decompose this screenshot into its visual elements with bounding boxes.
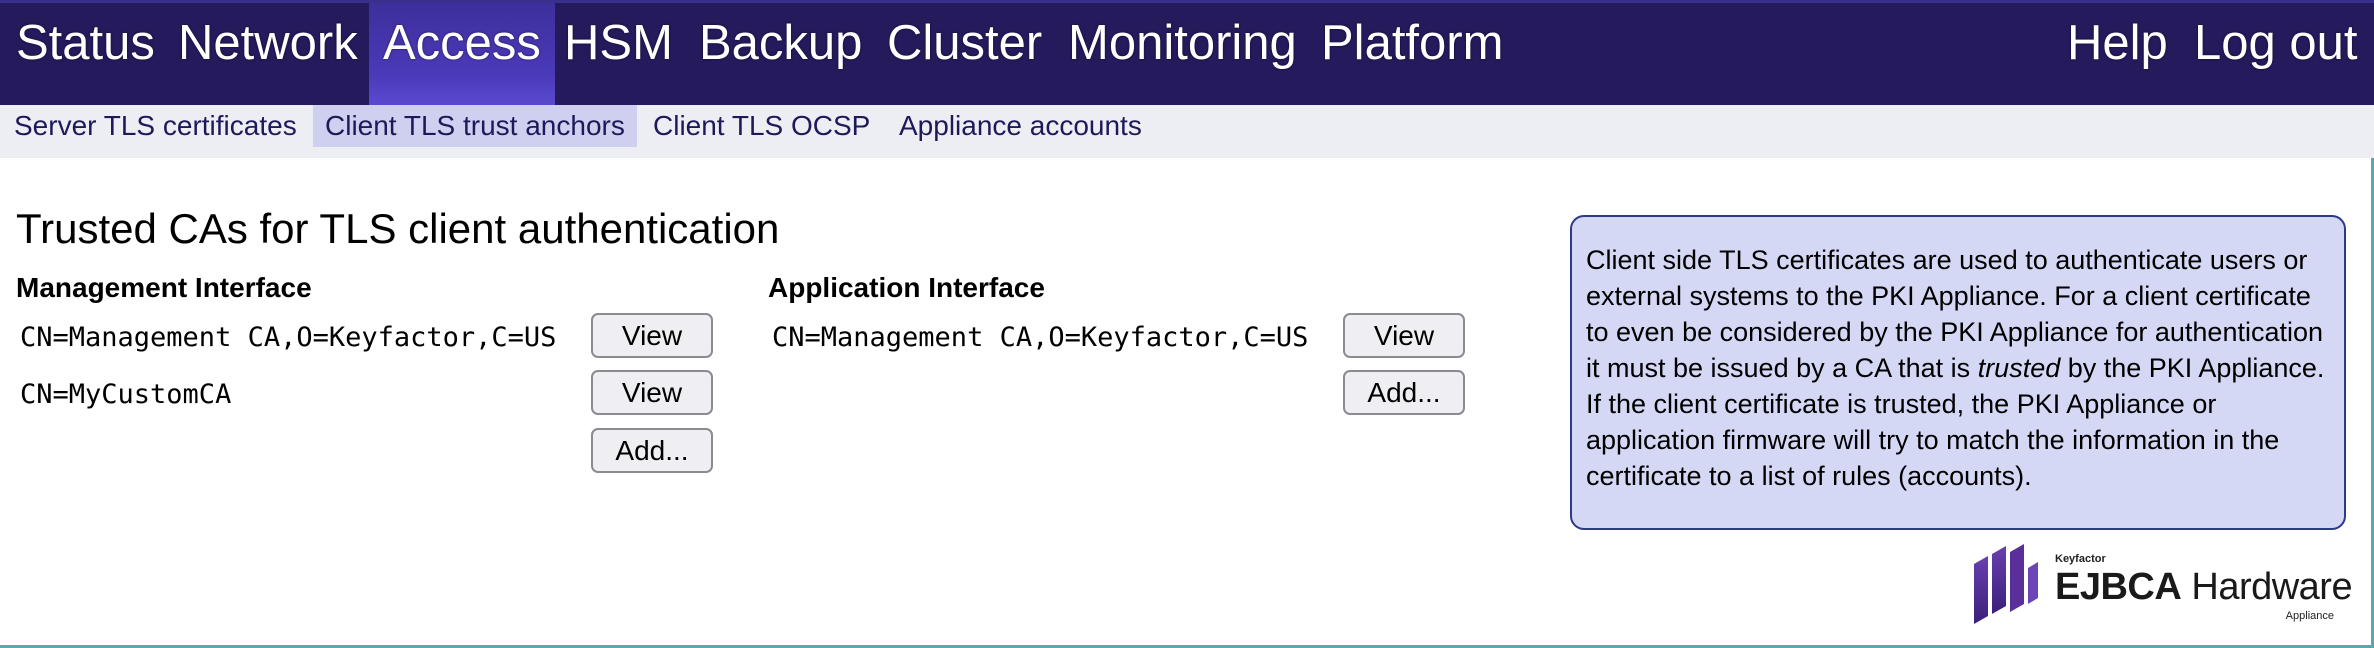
info-box: Client side TLS certificates are used to… xyxy=(1570,215,2346,530)
logo-subtitle: Appliance xyxy=(2285,610,2334,622)
application-ca-1: CN=Management CA,O=Keyfactor,C=US xyxy=(772,322,1309,353)
subnav-client-tls-ocsp[interactable]: Client TLS OCSP xyxy=(653,110,871,141)
management-ca-2-view-button[interactable]: View xyxy=(591,370,713,415)
nav-platform[interactable]: Platform xyxy=(1321,16,1504,70)
nav-logout[interactable]: Log out xyxy=(2194,16,2358,70)
management-ca-2: CN=MyCustomCA xyxy=(20,379,232,410)
management-add-button[interactable]: Add... xyxy=(591,428,713,473)
nav-hsm[interactable]: HSM xyxy=(564,16,673,70)
logo-product-bold: EJBCA xyxy=(2055,566,2182,608)
logo-product-name: EJBCA Hardware xyxy=(2055,566,2353,609)
nav-network[interactable]: Network xyxy=(178,16,358,70)
application-add-button[interactable]: Add... xyxy=(1343,370,1465,415)
logo-brand: Keyfactor xyxy=(2055,553,2106,565)
top-navigation: Status Network Access HSM Backup Cluster… xyxy=(0,0,2374,105)
page-title: Trusted CAs for TLS client authenticatio… xyxy=(16,205,780,252)
application-interface-title: Application Interface xyxy=(768,272,1045,303)
management-interface-title: Management Interface xyxy=(16,272,312,303)
subnav-server-tls-certificates[interactable]: Server TLS certificates xyxy=(14,110,297,141)
nav-access[interactable]: Access xyxy=(369,3,555,105)
nav-monitoring[interactable]: Monitoring xyxy=(1068,16,1297,70)
nav-cluster[interactable]: Cluster xyxy=(887,16,1043,70)
logo-mark-icon xyxy=(1974,544,2038,624)
info-text-emphasis: trusted xyxy=(1977,353,2061,383)
logo-product-rest: Hardware xyxy=(2181,566,2353,608)
nav-help[interactable]: Help xyxy=(2067,16,2168,70)
sub-navigation: Server TLS certificates Client TLS trust… xyxy=(0,105,2374,158)
nav-status[interactable]: Status xyxy=(16,16,155,70)
info-text-end: by the PKI Appliance. If the client cert… xyxy=(1586,353,2325,491)
subnav-appliance-accounts[interactable]: Appliance accounts xyxy=(899,110,1142,141)
info-text-start: Client side TLS certificates are used to… xyxy=(1586,245,2324,383)
subnav-client-tls-trust-anchors[interactable]: Client TLS trust anchors xyxy=(313,105,637,147)
nav-backup[interactable]: Backup xyxy=(699,16,863,70)
ejbca-hardware-logo: Keyfactor EJBCA Hardware Appliance xyxy=(1972,542,2353,626)
management-ca-1: CN=Management CA,O=Keyfactor,C=US xyxy=(20,322,557,353)
application-ca-1-view-button[interactable]: View xyxy=(1343,313,1465,358)
management-ca-1-view-button[interactable]: View xyxy=(591,313,713,358)
